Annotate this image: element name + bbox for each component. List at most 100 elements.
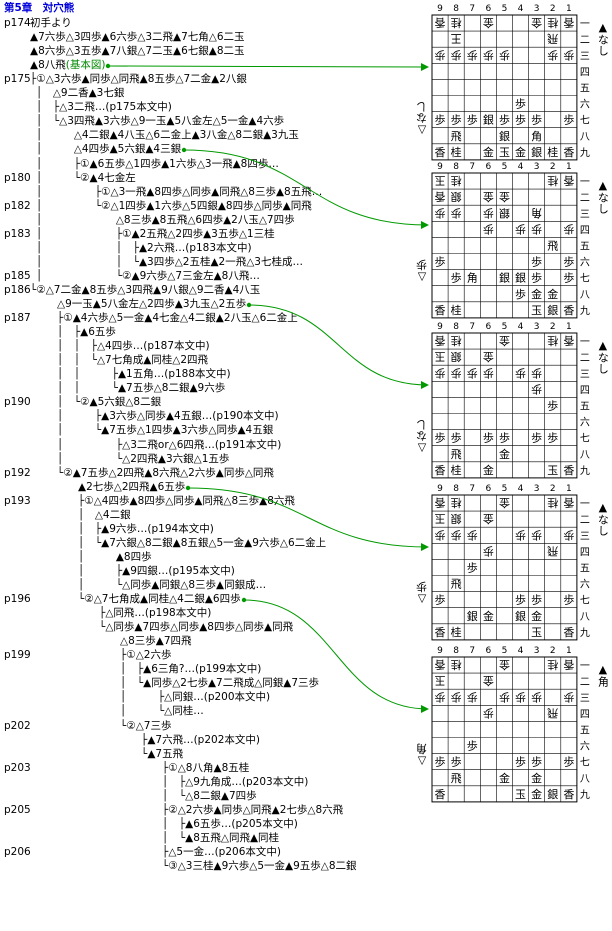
move-text: ▲8八飛	[30, 59, 66, 72]
move-text: │ └②▲5六銀△8二銀	[36, 396, 162, 409]
move-line: └②△7二金▲8五歩△3四飛▲9八銀△9二香▲4八玉	[30, 284, 260, 297]
piece: 歩	[483, 206, 494, 220]
piece: 歩	[563, 755, 574, 769]
move-text: 初手より	[30, 17, 72, 29]
move-text: │ │ ├▲2六飛…(p183本文中)	[36, 241, 252, 254]
piece: 香	[435, 146, 446, 159]
piece: 金	[531, 609, 542, 623]
move-line: │ └②▲9六歩△7三金左▲8八飛…	[36, 270, 260, 283]
piece: 歩	[531, 222, 542, 236]
piece: 玉	[531, 626, 542, 639]
move-line: │ └②▲5六銀△8二銀	[36, 396, 161, 409]
piece: 銀	[467, 609, 478, 623]
piece: 桂	[451, 334, 462, 348]
piece: 金	[499, 190, 510, 204]
move-line: │ ├▲6五歩…(p205本文中)	[36, 818, 298, 831]
piece: 飛	[547, 239, 558, 252]
sente-hand: ▲なし	[596, 21, 609, 56]
move-line: △8三歩▲7四飛	[36, 635, 192, 648]
move-line: │ △4二銀	[36, 509, 131, 522]
piece: 歩	[499, 113, 510, 127]
piece: 金	[483, 463, 494, 477]
gote-hand: △なし	[416, 420, 429, 455]
piece: 玉	[547, 464, 558, 477]
piece: 歩	[435, 593, 446, 607]
piece: 桂	[451, 658, 462, 672]
piece: 金	[483, 16, 494, 30]
move-text: └②△7七角成▲同桂△4二銀▲6四歩	[36, 593, 241, 606]
move-line: │ │ └▲3四歩△2五桂▲2一飛△3七桂成…	[36, 256, 303, 269]
piece: 歩	[515, 97, 526, 111]
piece: 銀	[499, 129, 510, 143]
column-number: 7	[469, 484, 475, 494]
move-text: └③△3三桂▲9六歩△5一金▲9五歩△8二銀	[36, 860, 357, 872]
piece: 香	[563, 464, 574, 477]
move-line: └②▲7五歩△2四飛▲8六飛△2六歩▲同歩△同飛	[36, 467, 274, 480]
move-text: │ ├①▲6五歩△1四歩▲1六歩△3一飛▲8四歩…	[36, 157, 279, 170]
move-line: │ ├△同銀…(p200本文中)	[36, 691, 270, 704]
move-line: └②△7三歩	[36, 720, 172, 733]
page-ref: p185	[4, 269, 31, 282]
piece: 桂	[547, 174, 558, 188]
column-number: 2	[550, 484, 556, 494]
move-line: │ └△8二銀▲7四歩	[36, 790, 257, 803]
piece: 歩	[435, 48, 446, 62]
page-ref: p192	[4, 466, 31, 479]
piece: 歩	[451, 48, 462, 62]
move-text: │ │ └▲7五歩△8二銀▲9六歩	[36, 382, 226, 395]
move-text: └②△7三歩	[36, 719, 172, 732]
move-line: │ │ ├▲1五角…(p188本文中)	[36, 368, 231, 381]
page-ref: p187	[4, 312, 31, 325]
row-kanji: 三	[580, 693, 590, 704]
piece: 歩	[435, 113, 446, 127]
move-line: │ △9二香▲3七銀	[36, 87, 124, 100]
move-text: ├①△4四歩▲8四歩△同歩▲同飛△8三歩▲8六飛	[36, 494, 295, 507]
move-line: │ ├▲6五歩	[36, 326, 116, 339]
sente-hand: ▲なし	[596, 179, 609, 214]
row-kanji: 六	[580, 257, 590, 269]
piece: 玉	[435, 350, 446, 363]
piece: 銀	[483, 113, 494, 127]
column-number: 3	[534, 322, 540, 332]
row-kanji: 七	[580, 433, 590, 445]
column-number: 8	[453, 322, 459, 332]
page-ref: p190	[4, 396, 31, 409]
row-kanji: 七	[580, 115, 590, 127]
piece: 銀	[451, 190, 462, 204]
move-text: │ │ └△7七角成▲同桂△2四飛	[36, 354, 209, 367]
move-line: │ │ └△7七角成▲同桂△2四飛	[36, 354, 208, 367]
move-text: ├①△3六歩▲同歩△同飛▲8五歩△7二金▲2八銀	[30, 73, 247, 86]
piece: 歩	[499, 431, 510, 445]
piece: 歩	[563, 528, 574, 542]
move-text: △9一玉▲5八金左△2四歩▲3九玉△2五歩	[36, 298, 247, 310]
piece: 金	[483, 674, 494, 688]
row-kanji: 八	[580, 132, 590, 143]
piece: 香	[563, 146, 574, 159]
move-line: ▲8六歩△3五歩▲7八銀△7二玉▲6七銀▲8二玉	[30, 45, 245, 58]
move-line: └▲7五飛	[36, 748, 183, 761]
piece: 歩	[563, 690, 574, 704]
piece: 歩	[483, 431, 494, 445]
page-ref: p199	[4, 649, 31, 662]
piece: 歩	[531, 366, 542, 380]
move-line: │ ├①▲6五歩△1四歩▲1六歩△3一飛▲8四歩…	[36, 158, 279, 171]
piece: 歩	[435, 431, 446, 445]
board-frame	[431, 656, 578, 803]
move-text: │ ├①▲2五飛△2四歩▲3五歩△1三桂	[36, 227, 275, 240]
column-number: 8	[453, 4, 459, 14]
column-number: 9	[437, 162, 443, 172]
piece: 歩	[563, 222, 574, 236]
row-kanji: 四	[580, 547, 590, 558]
move-text: │ └②▲9六歩△7三金左▲8八飛…	[36, 269, 260, 282]
piece: 歩	[563, 271, 574, 285]
row-kanji: 四	[580, 67, 590, 78]
piece: 歩	[435, 690, 446, 704]
move-text: │ └△同桂…	[36, 705, 204, 718]
move-text: ├①△2六歩	[36, 649, 172, 662]
move-text: │ ├△3二飛…(p175本文中)	[36, 101, 172, 114]
move-line: ├①△2六歩	[36, 649, 172, 662]
piece: 香	[435, 464, 446, 477]
move-line: │ └△同歩▲同銀△8三歩▲同銀成…	[36, 579, 266, 592]
